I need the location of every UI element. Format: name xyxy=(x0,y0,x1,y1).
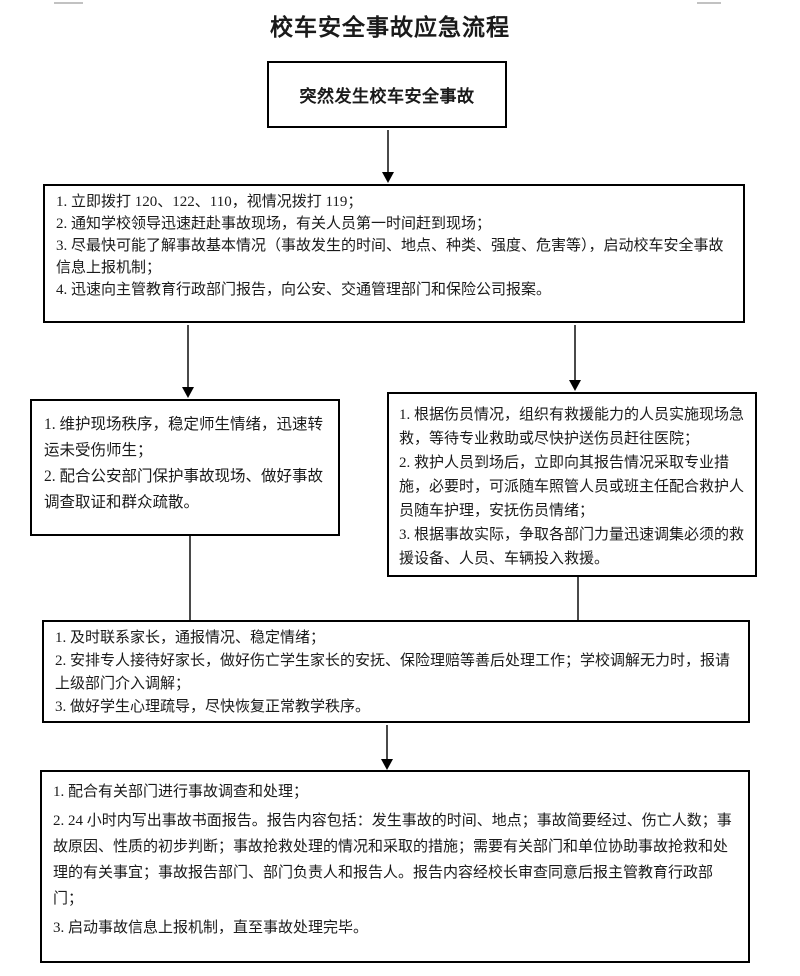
family-item: 2. 安排专人接待好家长，做好伤亡学生家长的安抚、保险理赔等善后处理工作；学校调… xyxy=(55,653,731,692)
rescue-item: 2. 救护人员到场后，立即向其报告情况采取专业措施，必要时，可派随车照管人员或班… xyxy=(399,455,745,519)
node-immediate-actions: 1. 立即拨打 120、122、110，视情况拨打 119； 2. 通知学校领导… xyxy=(43,184,745,323)
page-title: 校车安全事故应急流程 xyxy=(270,15,510,40)
connector-scene-to-family xyxy=(189,536,191,620)
family-item: 3. 做好学生心理疏导，尽快恢复正常教学秩序。 xyxy=(55,699,371,715)
top-right-ruler-mark xyxy=(697,2,721,4)
arrow-line-to-rescue xyxy=(574,325,576,380)
node-scene-control: 1. 维护现场秩序，稳定师生情绪，迅速转运未受伤师生； 2. 配合公安部门保护事… xyxy=(30,399,340,536)
rescue-item: 1. 根据伤员情况，组织有救援能力的人员实施现场急救，等待专业救助或尽快护送伤员… xyxy=(399,407,745,447)
node-investigation-report: 1. 配合有关部门进行事故调查和处理； 2. 24 小时内写出事故书面报告。报告… xyxy=(40,770,750,963)
arrowhead-start-to-immediate-icon xyxy=(382,172,394,183)
immediate-item: 4. 迅速向主管教育行政部门报告，向公安、交通管理部门和保险公司报案。 xyxy=(56,282,552,298)
scene-control-item: 2. 配合公安部门保护事故现场、做好事故调查取证和群众疏散。 xyxy=(44,468,324,511)
node-start-label: 突然发生校车安全事故 xyxy=(299,87,475,106)
report-item: 2. 24 小时内写出事故书面报告。报告内容包括：发生事故的时间、地点；事故简要… xyxy=(53,813,732,907)
scene-control-item: 1. 维护现场秩序，稳定师生情绪，迅速转运未受伤师生； xyxy=(44,416,324,459)
arrow-line-family-to-report xyxy=(386,725,388,759)
arrow-line-to-scene-control xyxy=(187,325,189,387)
connector-rescue-to-family xyxy=(577,577,579,620)
family-item: 1. 及时联系家长，通报情况、稳定情绪； xyxy=(55,630,326,646)
immediate-item: 1. 立即拨打 120、122、110，视情况拨打 119； xyxy=(56,194,363,210)
rescue-item: 3. 根据事故实际，争取各部门力量迅速调集必须的救援设备、人员、车辆投入救援。 xyxy=(399,527,745,567)
node-family-liaison: 1. 及时联系家长，通报情况、稳定情绪； 2. 安排专人接待好家长，做好伤亡学生… xyxy=(42,620,750,723)
arrowhead-family-to-report-icon xyxy=(381,759,393,770)
top-left-ruler-mark xyxy=(54,2,83,4)
node-start: 突然发生校车安全事故 xyxy=(267,61,507,128)
report-item: 1. 配合有关部门进行事故调查和处理； xyxy=(53,784,309,800)
immediate-item: 2. 通知学校领导迅速赶赴事故现场，有关人员第一时间赶到现场； xyxy=(56,216,492,232)
arrowhead-to-scene-control-icon xyxy=(182,387,194,398)
immediate-item: 3. 尽最快可能了解事故基本情况（事故发生的时间、地点、种类、强度、危害等），启… xyxy=(56,238,724,276)
arrow-line-start-to-immediate xyxy=(387,130,389,172)
arrowhead-to-rescue-icon xyxy=(569,380,581,391)
node-rescue: 1. 根据伤员情况，组织有救援能力的人员实施现场急救，等待专业救助或尽快护送伤员… xyxy=(387,392,757,577)
report-item: 3. 启动事故信息上报机制，直至事故处理完毕。 xyxy=(53,920,369,936)
